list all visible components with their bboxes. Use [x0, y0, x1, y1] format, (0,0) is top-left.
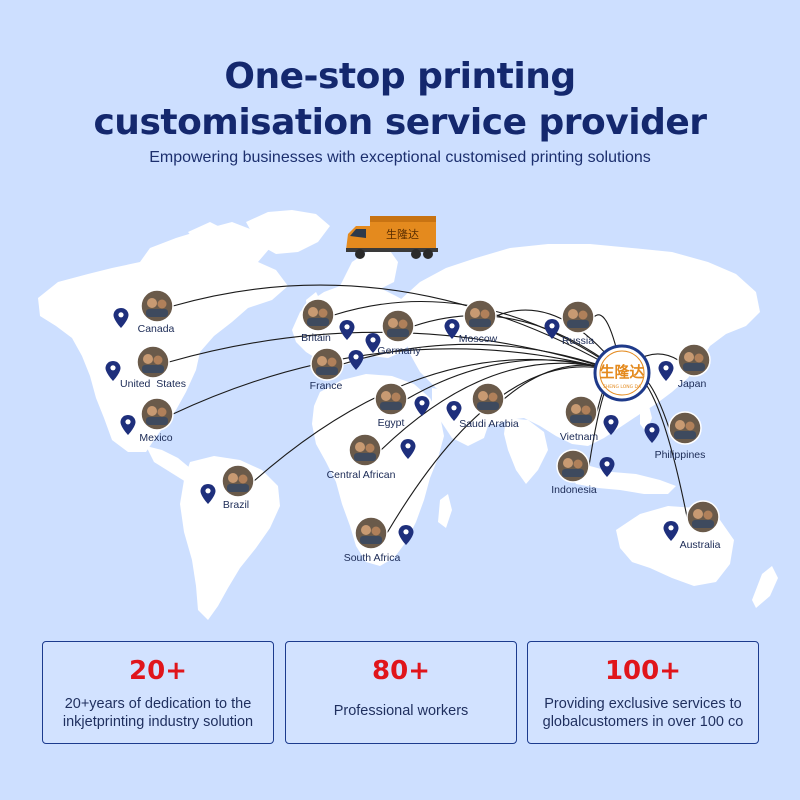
company-logo: 生隆达 SHENG LONG DA [593, 344, 651, 402]
logo-subtext: SHENG LONG DA [603, 384, 642, 390]
location-photo-brazil [221, 464, 255, 498]
logo-text: 生隆达 [599, 363, 644, 381]
map-pin-icon [339, 320, 355, 340]
location-label-france: France [310, 380, 343, 392]
map-pin-icon [644, 423, 660, 443]
location-label-saudi-arabia: Saudi Arabia [459, 418, 519, 430]
map-pin-icon [544, 319, 560, 339]
stats-row: 20+ 20+years of dedication to the inkjet… [42, 641, 759, 744]
connection-arc-south-africa [386, 366, 623, 534]
stat-description: Professional workers [290, 702, 512, 720]
north-america [38, 222, 288, 452]
location-photo-moscow [463, 299, 497, 333]
location-photo-vietnam [564, 395, 598, 429]
location-photo-united-states [136, 345, 170, 379]
location-label-britain: Britain [301, 332, 331, 344]
map-pin-icon [599, 457, 615, 477]
india [504, 418, 548, 484]
location-photo-japan [677, 343, 711, 377]
stat-value: 20+ [129, 656, 187, 686]
location-label-australia: Australia [680, 539, 721, 551]
map-pin-icon [105, 361, 121, 381]
location-label-philippines: Philippines [655, 449, 706, 461]
location-photo-germany [381, 309, 415, 343]
stat-desc-line: Providing exclusive services to [544, 696, 742, 712]
map-pin-icon [348, 350, 364, 370]
stat-card-countries: 100+ Providing exclusive services to glo… [527, 641, 759, 744]
location-photo-philippines [668, 411, 702, 445]
location-label-japan: Japan [678, 378, 707, 390]
map-pin-icon [365, 333, 381, 353]
location-photo-mexico [140, 397, 174, 431]
location-label-moscow: Moscow [459, 333, 498, 345]
location-label-vietnam: Vietnam [560, 431, 599, 443]
madagascar [438, 494, 452, 528]
connection-arc-france [342, 343, 623, 374]
location-label-canada: Canada [138, 323, 175, 335]
map-pin-icon [414, 396, 430, 416]
arabia [432, 388, 490, 446]
stat-desc-line: 20+years of dedication to the [64, 696, 252, 712]
truck-text: 生隆达 [386, 227, 419, 241]
location-photo-saudi-arabia [471, 382, 505, 416]
connection-arc-germany [413, 315, 623, 374]
location-label-central-african: Central African [327, 469, 396, 481]
connection-arc-central-african [380, 362, 623, 451]
location-photo-south-africa [354, 516, 388, 550]
delivery-truck-icon: 生隆达 [346, 216, 438, 259]
map-pin-icon [658, 361, 674, 381]
location-photo-france [310, 347, 344, 381]
stat-description: Providing exclusive services to globalcu… [532, 695, 754, 731]
stat-desc-line: globalcustomers in over 100 co [542, 714, 744, 730]
title-line-1: One-stop printing [224, 56, 576, 97]
africa [312, 374, 444, 566]
page-title: One-stop printing customisation service … [0, 54, 800, 146]
map-pin-icon [120, 415, 136, 435]
stat-desc-line: inkjetprinting industry solution [62, 714, 254, 730]
central-america [146, 446, 198, 482]
location-photo-britain [301, 298, 335, 332]
map-pin-icon [603, 415, 619, 435]
location-photo-egypt [374, 382, 408, 416]
stat-desc-line: Professional workers [333, 703, 469, 719]
map-pin-icon [444, 319, 460, 339]
new-zealand [752, 566, 778, 608]
location-photo-canada [140, 289, 174, 323]
location-label-germany: Germany [377, 345, 421, 357]
location-label-brazil: Brazil [223, 499, 249, 511]
location-photo-australia [686, 500, 720, 534]
location-label-united-states: United States [120, 378, 186, 390]
scandinavia [340, 248, 398, 290]
arctic-islands [188, 222, 226, 242]
title-line-2: customisation service provider [93, 102, 707, 143]
map-pin-icon [113, 308, 129, 328]
connection-arc-canada [172, 284, 623, 374]
stat-description: 20+years of dedication to the inkjetprin… [47, 695, 269, 731]
indonesia [566, 466, 676, 494]
location-label-russia: Russia [562, 335, 594, 347]
location-label-south-africa: South Africa [344, 552, 401, 564]
stat-value: 80+ [372, 656, 430, 686]
connection-arc-brazil [253, 358, 623, 482]
connection-arc-mexico [172, 348, 623, 415]
map-pin-icon [400, 439, 416, 459]
location-photo-central-african [348, 433, 382, 467]
greenland [246, 210, 330, 254]
location-label-indonesia: Indonesia [551, 484, 597, 496]
location-label-egypt: Egypt [378, 417, 405, 429]
location-photo-russia [561, 300, 595, 334]
location-photo-indonesia [556, 449, 590, 483]
map-pin-icon [398, 525, 414, 545]
map-pin-icon [663, 521, 679, 541]
stat-value: 100+ [604, 656, 682, 686]
page-subtitle: Empowering businesses with exceptional c… [149, 149, 651, 166]
stat-card-workers: 80+ Professional workers [285, 641, 517, 744]
map-pin-icon [446, 401, 462, 421]
map-pin-icon [200, 484, 216, 504]
location-label-mexico: Mexico [139, 432, 172, 444]
stat-card-years: 20+ 20+years of dedication to the inkjet… [42, 641, 274, 744]
